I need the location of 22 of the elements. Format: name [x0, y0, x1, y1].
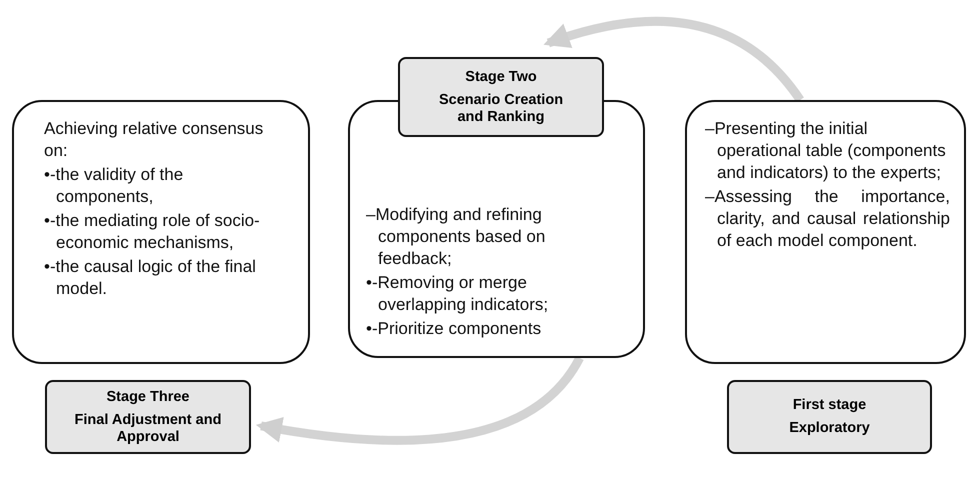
- content-box: [685, 100, 966, 364]
- bullet-text: –Presenting the initial operational table (components and indicators) to the experts;: [705, 118, 947, 184]
- bullet-text: –Assessing the importance, clarity, and causal relationship of each model component.: [705, 186, 950, 252]
- stage-name: Final Adjustment and Approval: [74, 412, 222, 446]
- bullet-text: •-the mediating role of socio-economic mechanisms,: [44, 210, 261, 254]
- bullet-text: •-the causal logic of the final model.: [44, 256, 257, 300]
- bullet-text: Achieving relative consensus on:: [44, 118, 264, 162]
- stage-label-box: [398, 57, 604, 137]
- bullet-text: –Modifying and refining components based on feedback;: [366, 204, 546, 270]
- curved-arrow: [256, 356, 584, 445]
- stage-label-box: [45, 380, 251, 454]
- bullet-text: •-Removing or merge overlapping indicators;: [366, 272, 550, 316]
- stage-label-box: [727, 380, 932, 454]
- bullet-text: •-the validity of the components,: [44, 164, 184, 208]
- stage-title: Stage Three: [106, 388, 190, 406]
- stage-title: First stage: [792, 397, 868, 414]
- stage-name: Exploratory: [788, 420, 871, 437]
- stage-title: Stage Two: [464, 68, 538, 86]
- content-box: [12, 100, 310, 364]
- stage-name: Scenario Creation and Ranking: [438, 92, 564, 126]
- curved-arrow: [543, 16, 804, 103]
- bullet-text: •-Prioritize components: [366, 318, 542, 340]
